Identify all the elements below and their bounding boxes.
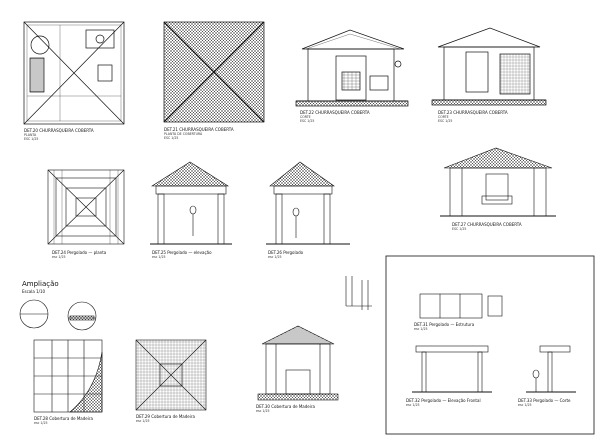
det27-title: DET.27 CHURRASQUEIRA COBERTA	[452, 222, 522, 227]
det20-scale: ESC 1/25	[24, 137, 39, 141]
det33-title: DET.33 Pergolado — Corte	[518, 398, 571, 403]
det21-title: DET.21 CHURRASQUEIRA COBERTA	[164, 127, 234, 132]
det32-scale: esc 1/25	[406, 403, 420, 407]
det23-section	[431, 27, 547, 106]
det20-subtitle: PLANTA	[24, 133, 37, 137]
det29-title: DET.29 Cobertura de Madeira	[136, 414, 195, 419]
det22-scale: ESC 1/25	[300, 119, 315, 123]
det30-elevation	[257, 325, 339, 401]
det20-title: DET.20 CHURRASQUEIRA COBERTA	[24, 128, 94, 133]
det29-plan	[135, 339, 207, 411]
amplification-scale: Escala 1/10	[22, 289, 46, 294]
det25-scale: esc 1/25	[152, 255, 166, 259]
connection-detail	[345, 276, 372, 310]
det28-plan	[33, 339, 103, 413]
det27-scale: ESC 1/25	[452, 227, 467, 231]
det22-section	[295, 29, 409, 107]
det23-subtitle: CORTE	[438, 115, 449, 119]
det25-pergola-elevation	[150, 161, 232, 245]
det24-scale: esc 1/25	[52, 255, 66, 259]
det31-scale: esc 1/25	[414, 327, 428, 331]
det26-scale: esc 1/25	[268, 255, 282, 259]
det24-title: DET.24 Pergolado — planta	[52, 250, 107, 255]
det21-subtitle: PLANTA DE COBERTURA	[164, 132, 203, 136]
det20-plan	[23, 21, 125, 125]
det29-scale: esc 1/25	[136, 419, 150, 423]
det30-scale: esc 1/25	[256, 409, 270, 413]
det25-title: DET.25 Pergolado — elevação	[152, 250, 212, 255]
det22-title: DET.22 CHURRASQUEIRA COBERTA	[300, 110, 370, 115]
det32-front-elevation	[412, 345, 492, 393]
det33-scale: esc 1/25	[518, 403, 532, 407]
det30-title: DET.30 Cobertura de Madeira	[256, 404, 315, 409]
amplification-detail	[19, 299, 97, 331]
det24-pergola-plan	[47, 169, 125, 245]
det26-pergola	[266, 161, 350, 245]
det28-scale: esc 1/25	[34, 421, 48, 425]
det23-title: DET.23 CHURRASQUEIRA COBERTA	[438, 110, 508, 115]
det27-elevation	[440, 147, 556, 217]
det31-title: DET.31 Pergolado — Estrutura	[414, 322, 475, 327]
amplification-title: Ampliação	[22, 280, 59, 288]
det21-roof-plan	[163, 21, 265, 123]
det21-scale: ESC 1/25	[164, 136, 179, 140]
det28-title: DET.28 Cobertura de Madeira	[34, 416, 93, 421]
det26-title: DET.26 Pergolado	[268, 250, 304, 255]
det33-section	[526, 345, 576, 393]
det32-title: DET.32 Pergolado — Elevação Frontal	[406, 398, 481, 403]
det22-subtitle: CORTE	[300, 115, 311, 119]
detail-frame	[385, 255, 595, 435]
det31-structure	[419, 293, 503, 319]
det23-scale: ESC 1/25	[438, 119, 453, 123]
